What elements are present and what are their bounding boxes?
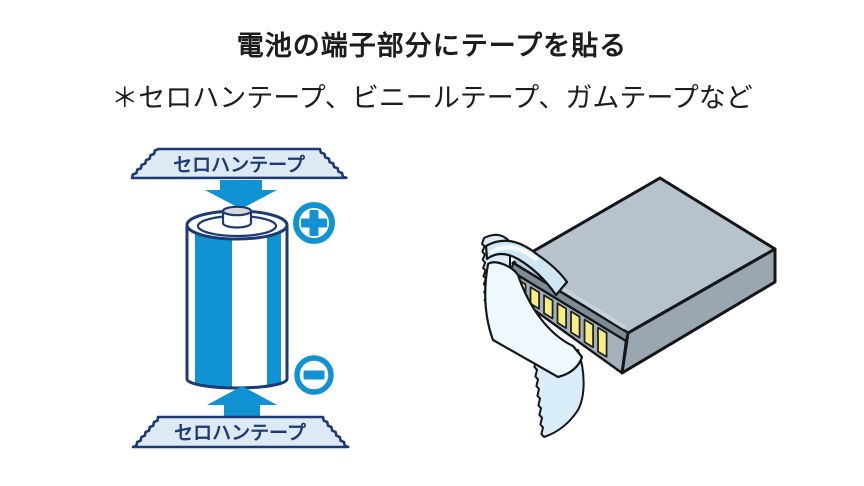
battery-contact <box>570 310 581 339</box>
battery-outline <box>185 225 289 390</box>
bottom-tape-strip <box>131 415 350 449</box>
torn-tape-edge-icon <box>130 147 348 180</box>
pack-right-face <box>620 247 777 375</box>
tape-curl-icon <box>484 239 569 297</box>
cylindrical-battery-figure: セロハンテープ <box>130 147 350 449</box>
arrow-up-icon <box>207 386 277 418</box>
plus-circle-icon <box>293 202 335 244</box>
positive-nub <box>221 205 253 229</box>
battery-contact <box>543 294 554 320</box>
battery-stripes <box>195 225 281 388</box>
page-title: 電池の端子部分にテープを貼る <box>236 31 628 62</box>
bottom-tape-label: セロハンテープ <box>174 421 307 444</box>
tape-main-strip <box>484 261 584 379</box>
top-tape-label: セロハンテープ <box>173 153 306 176</box>
pack-battery-figure <box>481 176 777 438</box>
page-subtitle: ＊セロハンテープ、ビニールテープ、ガムテープなど <box>111 83 753 114</box>
torn-tape-edge-icon <box>131 415 350 449</box>
minus-circle-icon <box>294 355 334 395</box>
arrow-down-icon <box>205 180 277 209</box>
battery-contact <box>529 286 540 310</box>
top-tape-strip <box>130 147 348 180</box>
battery-body <box>185 205 289 390</box>
battery-contact <box>597 326 608 358</box>
battery-contact <box>556 302 567 329</box>
battery-contact <box>583 318 594 349</box>
